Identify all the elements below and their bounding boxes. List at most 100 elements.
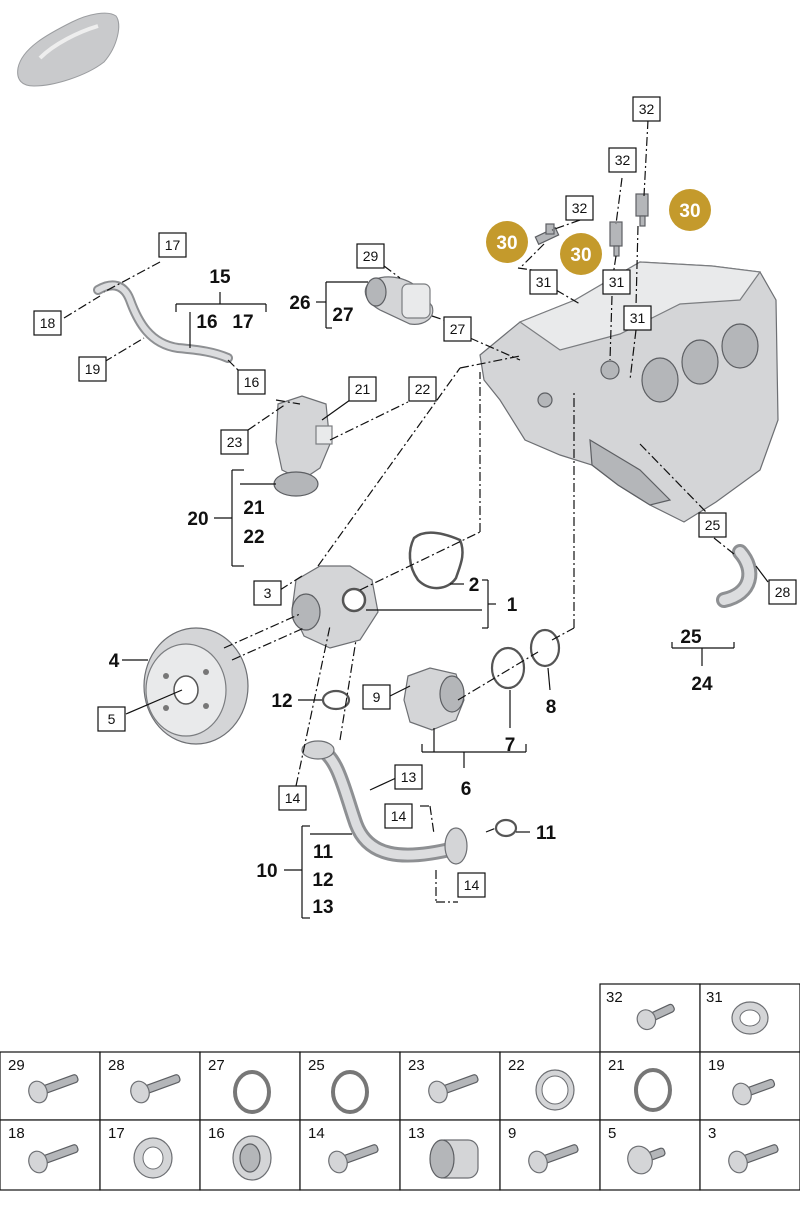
svg-text:32: 32 <box>639 101 655 117</box>
badge-30-right: 30 <box>669 189 711 231</box>
svg-text:31: 31 <box>609 274 625 290</box>
svg-text:29: 29 <box>8 1057 25 1074</box>
bolt-icon <box>528 1144 579 1174</box>
label-11: 11 <box>313 842 334 863</box>
svg-text:14: 14 <box>464 877 480 893</box>
label-11-right: 11 <box>536 823 557 844</box>
svg-text:13: 13 <box>408 1125 425 1142</box>
svg-text:22: 22 <box>415 381 431 397</box>
badge-30-left: 30 <box>486 221 528 263</box>
svg-text:31: 31 <box>630 310 646 326</box>
callout-28: 28 <box>768 579 797 605</box>
label-15: 15 <box>209 267 231 288</box>
callout-29: 29 <box>356 243 385 269</box>
svg-text:27: 27 <box>450 321 466 337</box>
callout-22-upper: 22 <box>408 376 437 402</box>
svg-text:9: 9 <box>508 1125 516 1142</box>
grid-cell-23: 23 <box>399 1051 501 1121</box>
bolt-icon <box>28 1074 79 1104</box>
label-17: 17 <box>232 312 253 333</box>
grid-cell-13: 13 <box>399 1119 501 1191</box>
grid-cell-5: 5 <box>599 1119 701 1191</box>
pulley-4 <box>143 627 249 745</box>
svg-text:5: 5 <box>608 1125 616 1142</box>
callout-25-upper: 25 <box>698 512 727 538</box>
coolant-connector-26 <box>364 276 434 325</box>
o-ring-icon <box>233 1070 271 1114</box>
svg-text:16: 16 <box>244 374 260 390</box>
seal-ring-icon <box>731 1001 769 1035</box>
svg-text:28: 28 <box>775 584 791 600</box>
label-16: 16 <box>196 312 217 333</box>
parts-grid: 32 31 29 28 <box>0 983 800 1191</box>
engine-block <box>479 261 779 523</box>
callout-27-upper: 27 <box>443 316 472 342</box>
grid-cell-18: 18 <box>0 1119 101 1191</box>
grid-cell-3: 3 <box>699 1119 800 1191</box>
o-ring-7 <box>490 646 526 690</box>
svg-text:18: 18 <box>40 315 56 331</box>
callout-31-right: 31 <box>623 305 652 331</box>
svg-text:25: 25 <box>705 517 721 533</box>
grid-cell-32: 32 <box>599 983 701 1053</box>
grid-cell-21: 21 <box>599 1051 701 1121</box>
grid-cell-31: 31 <box>699 983 800 1053</box>
svg-text:14: 14 <box>285 790 301 806</box>
sensor-30-right <box>635 193 649 227</box>
callout-13: 13 <box>394 764 423 790</box>
grid-cell-19: 19 <box>699 1051 800 1121</box>
svg-text:31: 31 <box>706 989 723 1006</box>
callout-32-top: 32 <box>632 96 661 122</box>
svg-text:32: 32 <box>572 200 588 216</box>
grid-cell-28: 28 <box>99 1051 201 1121</box>
callout-9: 9 <box>362 684 391 710</box>
label-7: 7 <box>505 735 516 756</box>
label-20: 20 <box>187 509 208 530</box>
pan-head-screw-icon <box>627 1145 666 1175</box>
sensor-30-left <box>534 223 560 246</box>
label-6: 6 <box>461 779 472 800</box>
flat-ring-icon <box>535 1069 575 1111</box>
seal-ring-icon <box>133 1137 173 1179</box>
o-ring-8 <box>529 628 561 668</box>
label-13: 13 <box>312 897 333 918</box>
label-22: 22 <box>243 527 264 548</box>
sleeve-icon <box>429 1139 479 1179</box>
callout-32-middle: 32 <box>608 147 637 173</box>
svg-text:19: 19 <box>85 361 101 377</box>
badge-30-middle: 30 <box>560 233 602 275</box>
svg-text:14: 14 <box>391 808 407 824</box>
svg-text:30: 30 <box>570 245 591 266</box>
thermostat-6 <box>403 667 465 731</box>
callout-14-left: 14 <box>278 785 307 811</box>
svg-text:32: 32 <box>606 989 623 1006</box>
bolt-icon <box>732 1078 776 1106</box>
label-27: 27 <box>332 305 353 326</box>
svg-text:17: 17 <box>108 1125 125 1142</box>
label-12: 12 <box>271 691 292 712</box>
svg-text:31: 31 <box>536 274 552 290</box>
label-12-group: 12 <box>312 870 333 891</box>
bolt-icon <box>328 1144 379 1174</box>
callout-32-left: 32 <box>565 195 594 221</box>
bolt-icon <box>728 1144 779 1174</box>
svg-text:29: 29 <box>363 248 379 264</box>
callout-18: 18 <box>33 310 62 336</box>
svg-text:23: 23 <box>227 434 243 450</box>
label-26: 26 <box>289 293 310 314</box>
callout-31-middle: 31 <box>602 269 631 295</box>
bolt-icon <box>130 1074 181 1104</box>
callout-5: 5 <box>97 706 126 732</box>
water-pump-1 <box>291 565 379 649</box>
bolt-icon <box>28 1144 79 1174</box>
label-10: 10 <box>256 861 277 882</box>
svg-text:16: 16 <box>208 1125 225 1142</box>
grid-cell-16: 16 <box>199 1119 301 1191</box>
svg-text:19: 19 <box>708 1057 725 1074</box>
thermostat-housing-20 <box>273 395 333 497</box>
svg-text:3: 3 <box>264 585 272 601</box>
svg-text:21: 21 <box>608 1057 625 1074</box>
callout-21-upper: 21 <box>348 376 377 402</box>
callout-16-upper: 16 <box>237 369 266 395</box>
